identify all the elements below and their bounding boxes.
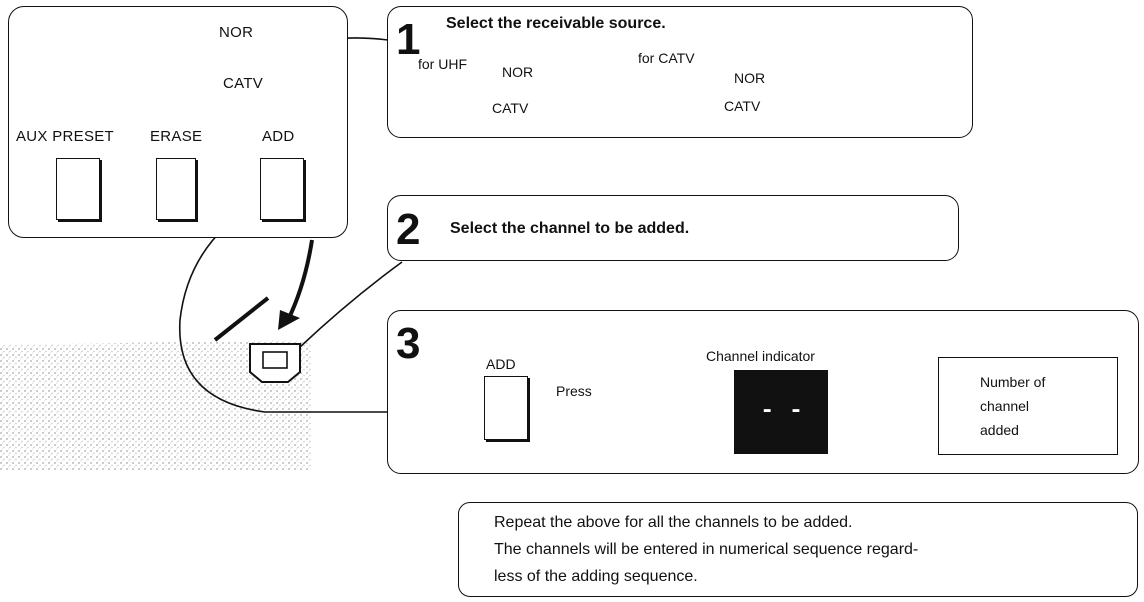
tv-add-key	[249, 343, 301, 383]
tv-front-texture	[0, 340, 312, 470]
step1-number: 1	[396, 15, 421, 64]
catv-nor-label: NOR	[734, 70, 766, 86]
note-line1: Repeat the above for all the channels to…	[494, 514, 853, 531]
uhf-nor-label: NOR	[502, 64, 534, 80]
panel-to-tv-arrow	[286, 239, 314, 321]
uhf-caption: for UHF	[418, 56, 467, 72]
indicator-label: Channel indicator	[706, 348, 815, 364]
connector-step2-tvkey	[299, 261, 403, 348]
add-button[interactable]	[260, 158, 304, 220]
step2-title: Select the channel to be added.	[450, 220, 690, 237]
step3-add-button[interactable]	[484, 376, 528, 440]
uhf-catv-label: CATV	[492, 100, 529, 116]
press-label: Press	[556, 383, 592, 399]
panel-nor-label: NOR	[219, 24, 254, 41]
note-line2: The channels will be entered in numerica…	[494, 541, 919, 558]
step1-box	[387, 6, 973, 138]
channel-indicator-display	[734, 370, 828, 454]
note-box	[458, 502, 1138, 597]
panel-catv-label: CATV	[223, 75, 264, 92]
step2-box	[387, 195, 959, 261]
tv-lid-line	[213, 296, 270, 342]
note-line3: less of the adding sequence.	[494, 568, 698, 585]
step2-number: 2	[396, 205, 421, 254]
catv-caption: for CATV	[638, 50, 695, 66]
channel-indicator-value: - -	[760, 398, 804, 425]
add-label: ADD	[262, 128, 295, 145]
result-line2: channel	[980, 398, 1030, 414]
aux-preset-label: AUX PRESET	[16, 128, 115, 145]
step1-title: Select the receivable source.	[446, 15, 666, 32]
erase-button[interactable]	[156, 158, 196, 220]
step3-add-label: ADD	[486, 356, 516, 372]
aux-preset-button[interactable]	[56, 158, 100, 220]
result-line3: added	[980, 422, 1019, 438]
erase-label: ERASE	[150, 128, 203, 145]
result-box	[938, 357, 1118, 455]
step3-number: 3	[396, 319, 421, 368]
catv-catv-label: CATV	[724, 98, 761, 114]
result-line1: Number of	[980, 374, 1046, 390]
